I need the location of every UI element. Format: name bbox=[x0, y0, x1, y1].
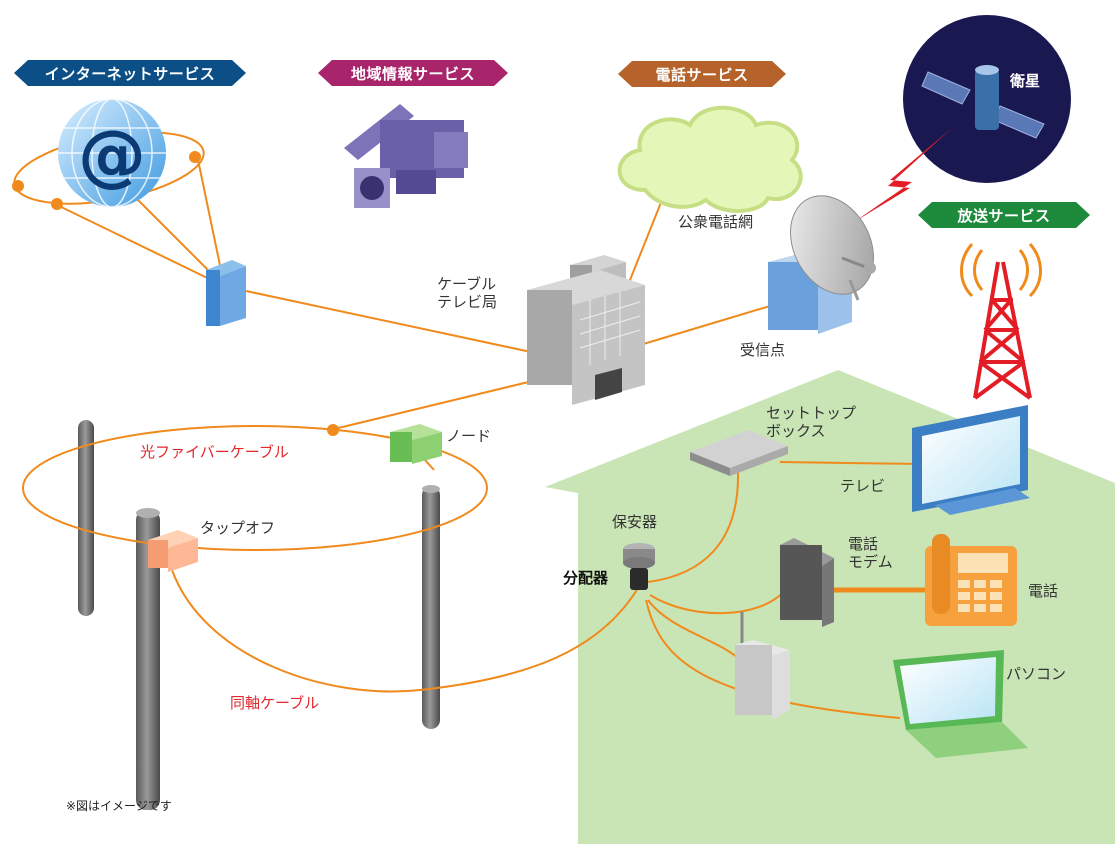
phone-service-banner: 電話サービス bbox=[618, 61, 786, 87]
television-icon bbox=[912, 405, 1030, 515]
internet-service-banner: インターネットサービス bbox=[14, 60, 246, 86]
tv-label: テレビ bbox=[840, 477, 886, 495]
public-telephone-network-label: 公衆電話網 bbox=[678, 213, 754, 231]
cable-tv-station-building-icon bbox=[527, 255, 645, 405]
pc-label: パソコン bbox=[1006, 665, 1067, 683]
splitter-protector-icon bbox=[623, 543, 655, 590]
tap-off-label: タップオフ bbox=[200, 519, 276, 537]
coaxial-cable-label: 同軸ケーブル bbox=[230, 694, 320, 712]
wireless-router-icon bbox=[735, 612, 790, 720]
fiber-optic-cable-label: 光ファイバーケーブル bbox=[140, 443, 289, 461]
node-label: ノード bbox=[446, 427, 492, 445]
broadcast-waves-icon bbox=[960, 243, 1042, 298]
set-top-box-icon bbox=[690, 430, 788, 476]
satellite-icon bbox=[903, 15, 1071, 183]
receiving-point-label: 受信点 bbox=[740, 341, 786, 359]
local-info-service-banner: 地域情報サービス bbox=[318, 60, 508, 86]
utility-poles bbox=[78, 420, 440, 810]
set-top-box-label: セットトップ ボックス bbox=[766, 404, 857, 440]
laptop-pc-icon bbox=[893, 650, 1028, 758]
internet-server-icon bbox=[206, 260, 246, 326]
phone-label: 電話 bbox=[1028, 582, 1059, 600]
image-note: ※図はイメージです bbox=[66, 799, 172, 813]
cables bbox=[13, 131, 921, 719]
satellite-label: 衛星 bbox=[1010, 72, 1041, 90]
internet-globe-icon: @ bbox=[58, 98, 166, 208]
phone-modem-icon bbox=[780, 538, 834, 627]
receiving-point-dish-icon bbox=[768, 195, 876, 334]
splitter-label: 分配器 bbox=[563, 569, 609, 587]
node-box-icon bbox=[390, 424, 442, 464]
cable-tv-station-label: ケーブル テレビ局 bbox=[437, 275, 498, 311]
protector-label: 保安器 bbox=[612, 513, 658, 531]
broadcast-tower-icon bbox=[973, 261, 1032, 400]
phone-modem-label: 電話 モデム bbox=[848, 535, 893, 571]
broadcast-service-banner: 放送サービス bbox=[918, 202, 1090, 228]
tap-off-box-icon bbox=[148, 530, 198, 572]
public-telephone-network-cloud-icon bbox=[617, 105, 803, 213]
video-camera-icon bbox=[344, 104, 468, 208]
telephone-icon bbox=[925, 534, 1017, 626]
svg-text:@: @ bbox=[78, 116, 146, 195]
